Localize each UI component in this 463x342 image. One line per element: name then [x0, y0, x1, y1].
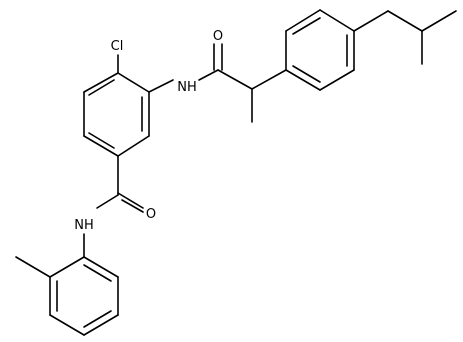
amide-nh-upper-label: NH — [177, 80, 197, 95]
isobutylphenyl-ring — [285, 9, 355, 91]
amide-nh-lower-label: NH — [74, 218, 94, 233]
ring-to-ch2-bond — [353, 10, 389, 32]
tolyl-ring — [49, 256, 119, 336]
carbonyl-to-alpha-bond — [217, 69, 253, 90]
central-benzene-ring — [83, 72, 150, 157]
carbonyl-double-bond-lower-a — [117, 192, 144, 209]
carbonyl-oxygen-lower-label: O — [146, 207, 156, 222]
ring-to-nh-bond — [148, 79, 174, 93]
tolyl-methyl-bond — [15, 256, 51, 278]
nh-to-carbonyl-bond — [198, 69, 219, 81]
chlorine-atom-label: Cl — [111, 39, 124, 54]
alpha-to-phenyl-bond — [251, 69, 287, 90]
carbonyl-oxygen-upper-label: O — [213, 29, 223, 44]
ch2-to-ch-bond — [387, 10, 423, 32]
carbonyl-to-nh-lower-bond — [96, 194, 119, 209]
carbonyl-double-bond-lower-b — [121, 199, 144, 213]
ch-to-methyl-a-bond — [421, 10, 457, 32]
